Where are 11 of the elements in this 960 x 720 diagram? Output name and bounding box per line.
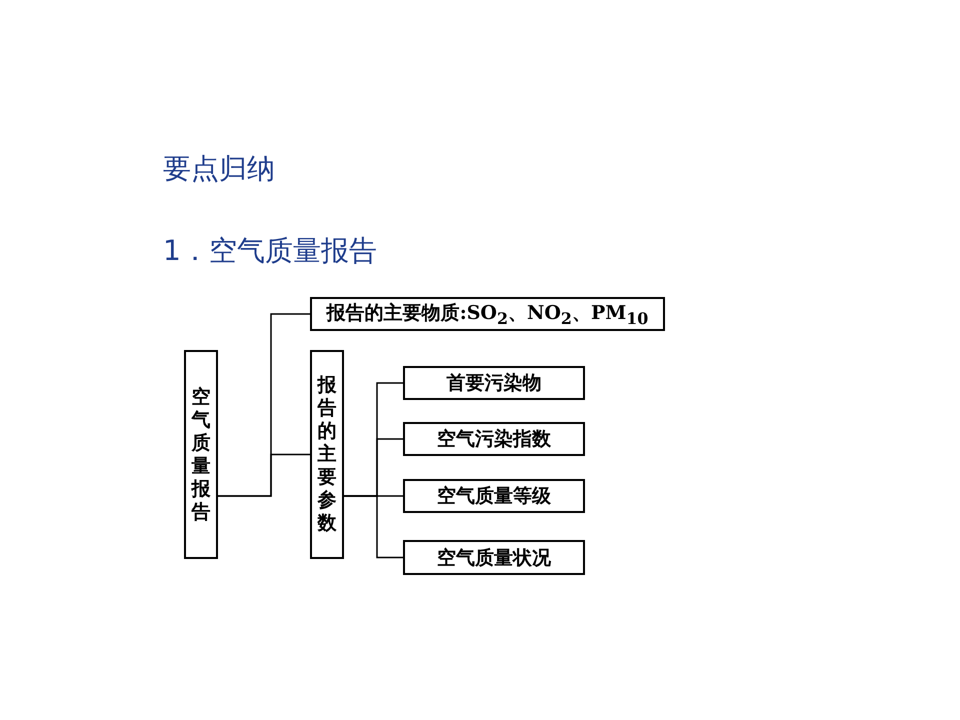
- text-box: 空气污染指数: [403, 422, 585, 456]
- text-box: 首要污染物: [403, 366, 585, 400]
- vertical-text-box: 空气质量报告: [184, 350, 218, 559]
- connector-line: [218, 454, 310, 497]
- connector-line: [344, 495, 403, 558]
- text-box: 空气质量状况: [403, 540, 585, 575]
- vertical-text-box: 报告的主要参数: [310, 350, 344, 559]
- heading: 1．空气质量报告: [163, 233, 377, 269]
- text-box: 空气质量等级: [403, 479, 585, 513]
- title: 要点归纳: [163, 151, 275, 187]
- text-box: 报告的主要物质:SO$_{2}$、NO$_{2}$、PM$_{10}$: [310, 297, 665, 331]
